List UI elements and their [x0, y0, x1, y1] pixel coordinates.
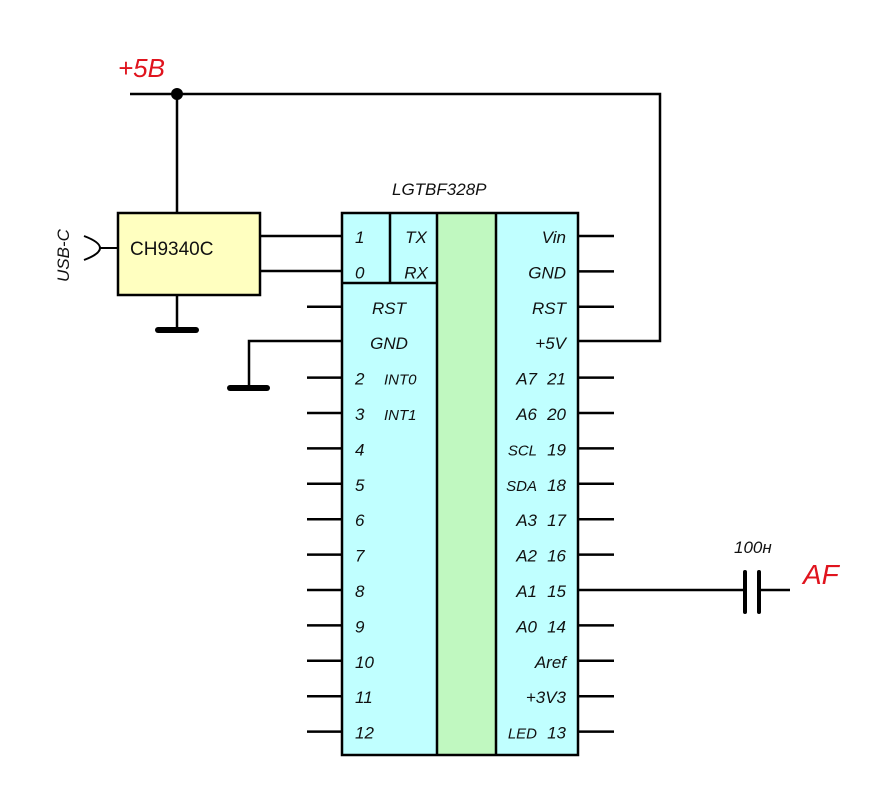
- converter-chip[interactable]: [116, 211, 262, 297]
- right-pin-function: Aref: [534, 653, 568, 672]
- right-pin-number: 16: [547, 547, 566, 566]
- serial-pin-number: 1: [355, 228, 364, 247]
- serial-pin-number: 0: [355, 263, 365, 282]
- right-pin-number: 18: [547, 476, 566, 495]
- left-pin-number: 10: [355, 653, 374, 672]
- right-pin-number: 15: [547, 582, 566, 601]
- serial-pin-function: RX: [404, 263, 428, 282]
- left-pin-number: 12: [355, 724, 374, 743]
- right-pin-number: 21: [546, 370, 566, 389]
- left-pin-function: GND: [370, 334, 408, 353]
- right-pin-number: 13: [547, 724, 566, 743]
- mcu-serial-divider: [342, 213, 437, 285]
- right-pin-number: 14: [547, 617, 566, 636]
- left-pin-number: 3: [355, 405, 365, 424]
- left-pin-number: 8: [355, 582, 365, 601]
- right-pin-function: A7: [515, 370, 537, 389]
- power-label: +5В: [118, 53, 165, 83]
- usb-connector-icon: [83, 235, 102, 261]
- right-pin-function: A2: [515, 547, 537, 566]
- pins-layer: 1 TX 0 RX RST GND 2 INT0 3 INT1 4 5 6 7 8 9 10 11 12 VinGND…: [307, 228, 614, 743]
- capacitor-value: 100н: [734, 538, 772, 557]
- mcu-gnd-wire: [247, 339, 342, 388]
- right-pin-function: A6: [515, 405, 537, 424]
- right-pin-number: 17: [547, 511, 566, 530]
- right-pin-function: RST: [532, 299, 568, 318]
- left-pin-number: 11: [355, 688, 373, 707]
- left-pin-number: 6: [355, 511, 365, 530]
- mcu-title: LGTBF328P: [392, 180, 487, 199]
- right-pin-function: A1: [515, 582, 537, 601]
- mcu-right-column: [496, 213, 578, 755]
- right-pin-function: A0: [515, 617, 537, 636]
- left-pin-number: 9: [355, 617, 365, 636]
- power-rail-wire: [130, 92, 662, 343]
- left-pin-number: 2: [354, 370, 365, 389]
- right-pin-function: Vin: [542, 228, 566, 247]
- right-pin-function: A3: [515, 511, 537, 530]
- right-pin-function: +5V: [535, 334, 567, 353]
- output-label: AF: [801, 559, 841, 590]
- right-pin-number: 19: [547, 440, 566, 459]
- left-pin-number: 5: [355, 476, 365, 495]
- right-pin-function: SCL: [508, 442, 537, 459]
- right-pin-function: SDA: [506, 478, 537, 495]
- converter-label: CH9340C: [130, 239, 213, 260]
- left-pin-number: 4: [355, 440, 364, 459]
- mcu-core: [437, 213, 496, 755]
- right-pin-number: 20: [546, 405, 566, 424]
- left-pin-function: INT1: [384, 407, 417, 424]
- right-pin-function: +3V3: [526, 688, 567, 707]
- right-pin-function: GND: [528, 263, 566, 282]
- mcu-left-column: [342, 213, 437, 755]
- right-pin-function: LED: [508, 726, 537, 743]
- left-pin-function: RST: [372, 299, 408, 318]
- usb-label: USB-C: [54, 228, 73, 282]
- left-pin-function: INT0: [384, 372, 417, 389]
- left-pin-number: 7: [355, 547, 365, 566]
- serial-pin-function: TX: [405, 228, 427, 247]
